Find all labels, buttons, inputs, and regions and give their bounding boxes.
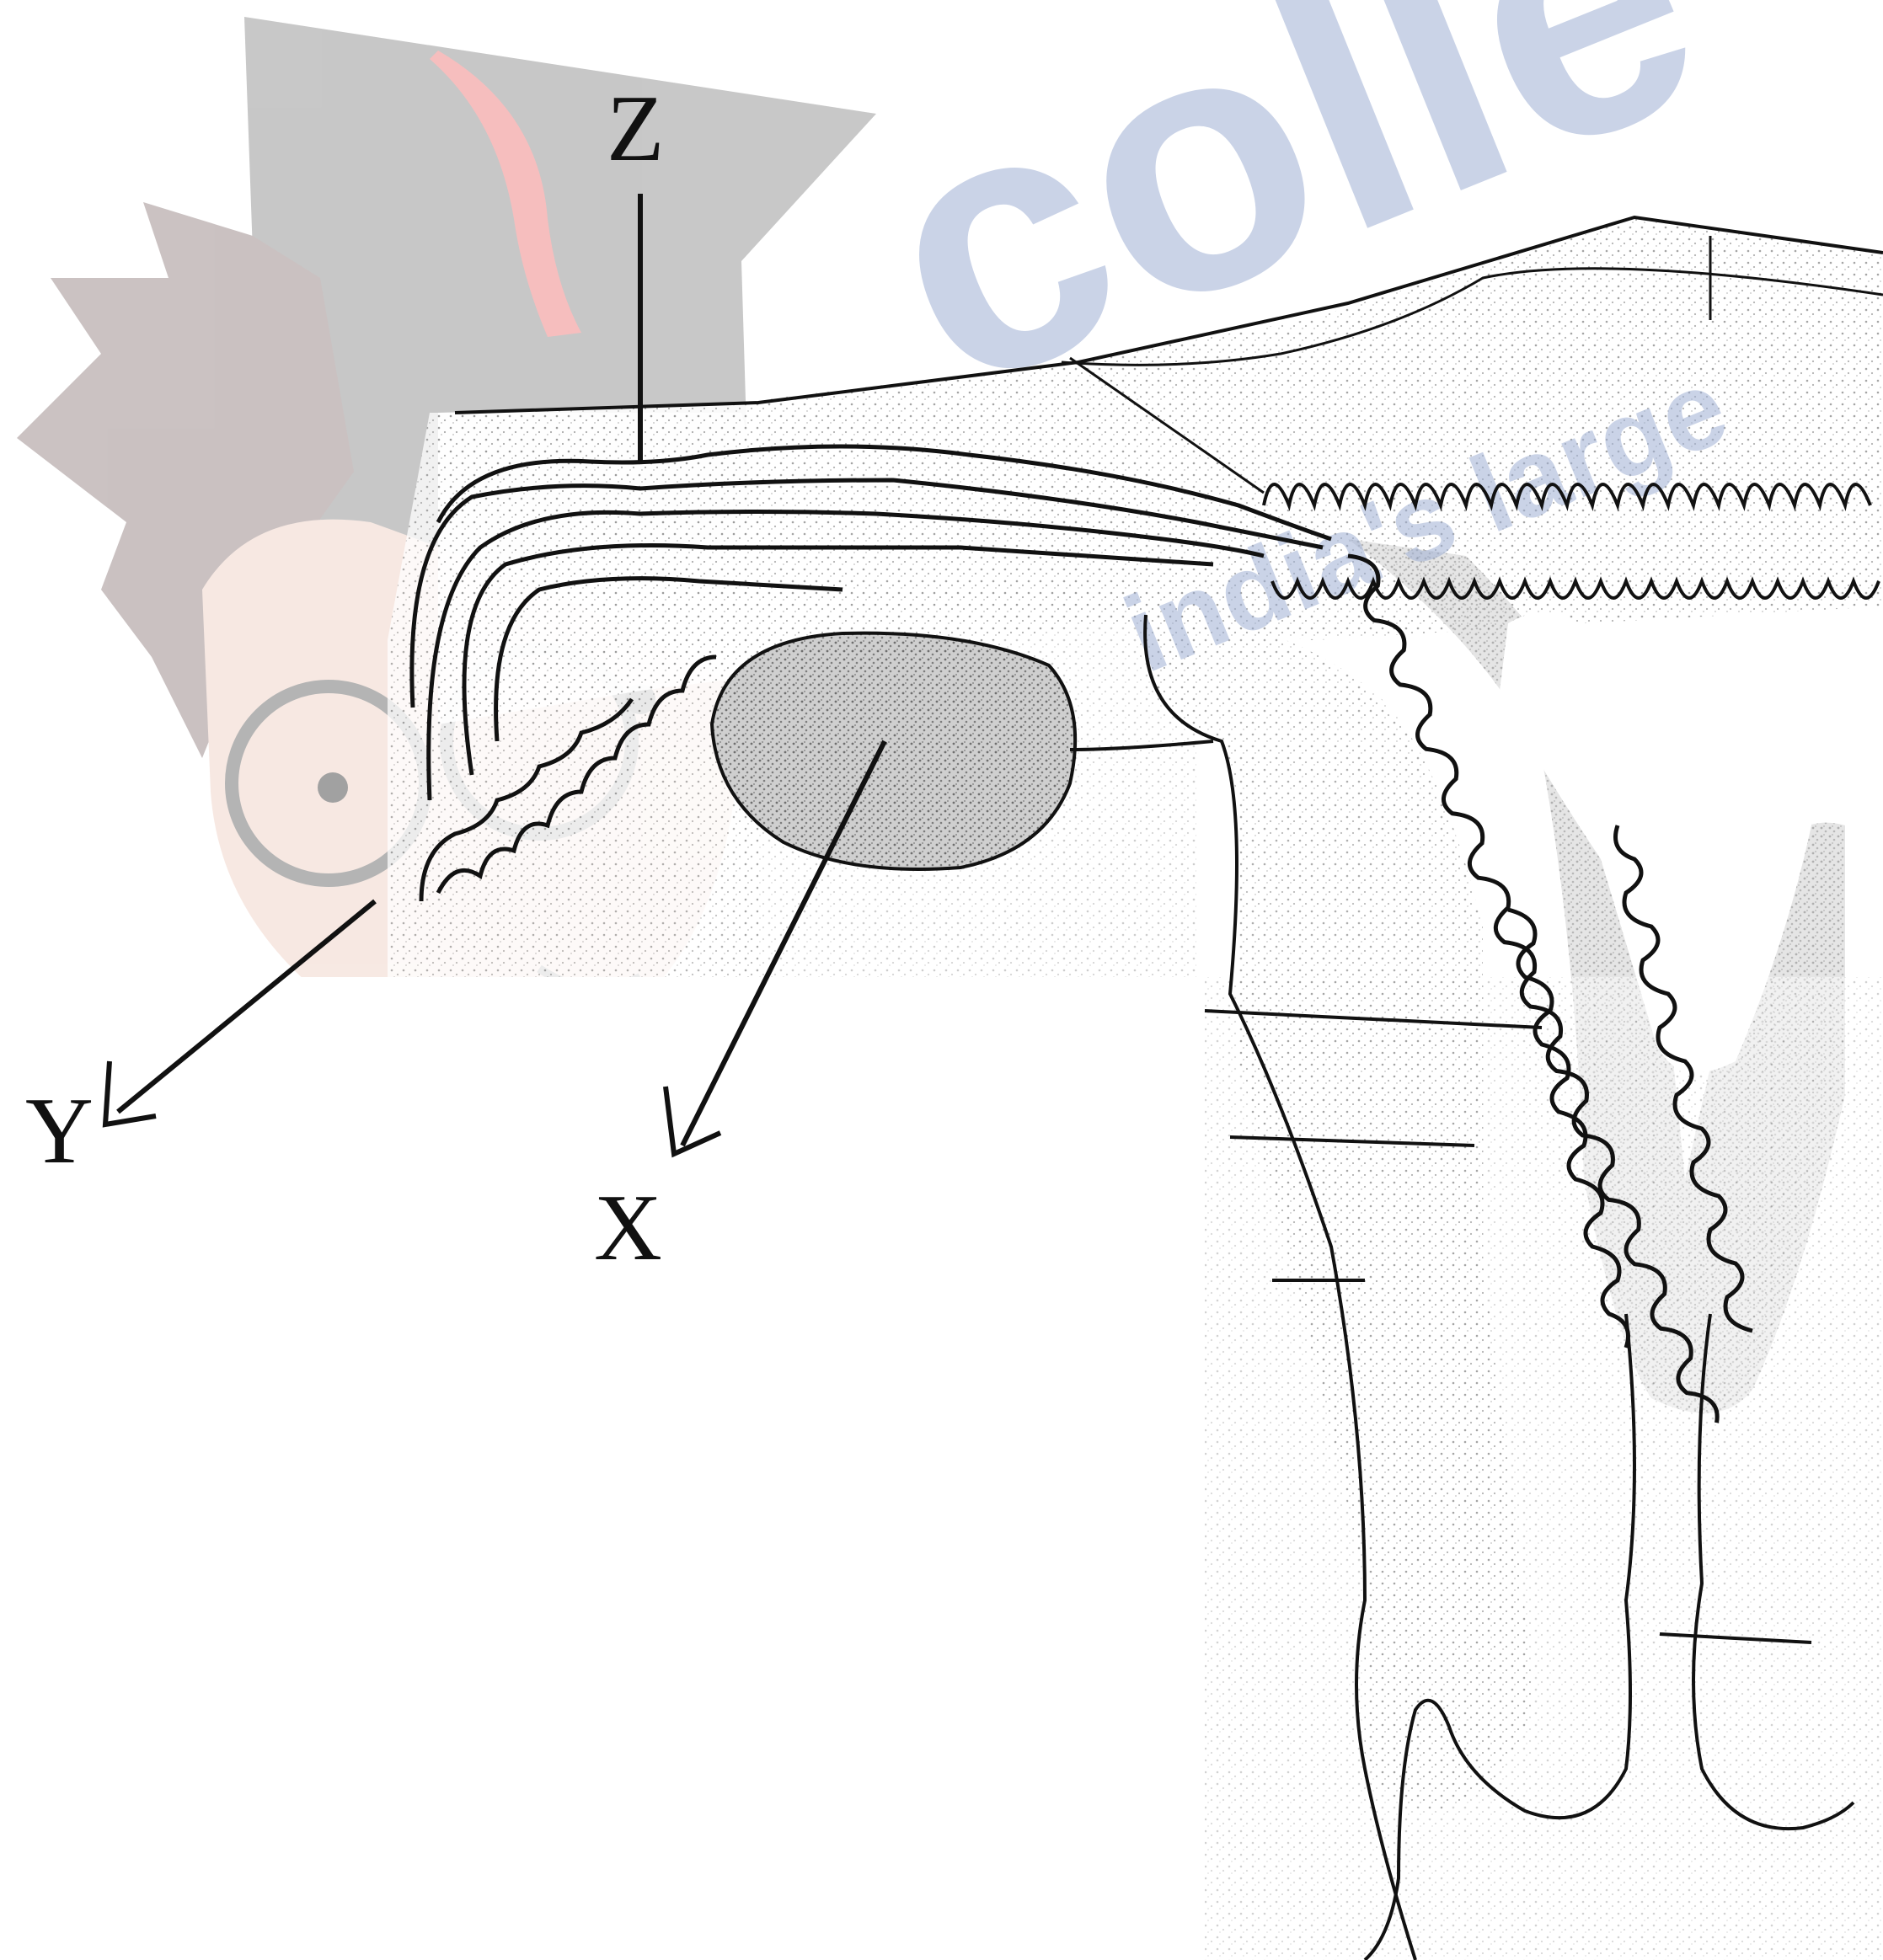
left-tissue-region — [388, 413, 758, 977]
white-lower-left-area — [0, 977, 1205, 1960]
right-lower-panel — [1205, 977, 1883, 1960]
mascot-eye-left — [318, 772, 348, 803]
label-z: Z — [607, 77, 664, 181]
label-x: X — [594, 1176, 662, 1280]
label-y: Y — [25, 1079, 94, 1183]
